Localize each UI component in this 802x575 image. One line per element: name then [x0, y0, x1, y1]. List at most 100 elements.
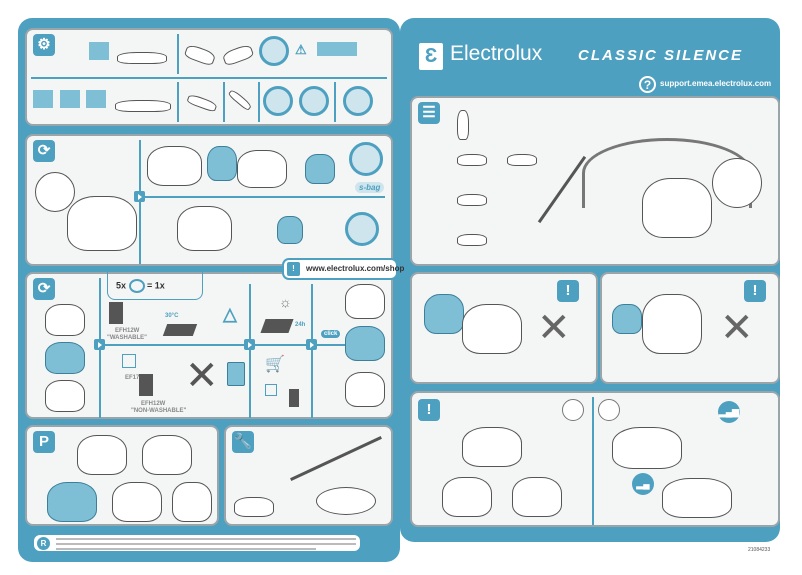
vacuum-illustration	[462, 427, 522, 467]
vacuum-insert-3	[345, 372, 385, 407]
motor-filter	[277, 216, 303, 244]
divider	[177, 82, 179, 122]
carpet-icon	[89, 42, 109, 60]
footer-text-line	[56, 538, 356, 540]
vacuum-open-filter	[45, 304, 85, 336]
support-url[interactable]: support.emea.electrolux.com	[660, 79, 772, 88]
cart-icon: 🛒	[265, 356, 285, 373]
washable-model: EFH12W	[115, 328, 140, 334]
divider	[139, 140, 141, 264]
floor-nozzle-down	[115, 100, 171, 112]
vacuum-cleaner	[642, 178, 712, 238]
vacuum-filter	[177, 206, 232, 251]
nonwash-label: "NON-WASHABLE"	[131, 408, 187, 414]
divider	[592, 397, 594, 525]
vacuum-remove-filter	[45, 342, 85, 374]
assembly-panel: ☰	[410, 96, 780, 266]
vacuum-illustration	[442, 477, 492, 517]
divider	[311, 284, 313, 418]
bag-circle-icon	[128, 279, 145, 293]
divider	[258, 82, 260, 122]
next-step-arrow	[134, 191, 145, 202]
accessory-illustration	[457, 234, 487, 246]
vacuum-illustration	[662, 478, 732, 518]
detail-circle-2	[299, 86, 329, 116]
vacuum-open-2	[237, 150, 287, 188]
vacuum-filter-out	[45, 380, 85, 412]
filter-icon	[345, 212, 379, 246]
bag-indicator	[35, 172, 75, 212]
hose-illustration	[316, 487, 376, 515]
checklist-icon: ☰	[418, 102, 440, 124]
next-step-arrow	[94, 339, 105, 350]
parquet-nozzle	[183, 43, 217, 67]
usage-panel: ! ▂▄▆ ▂▄	[410, 391, 780, 527]
trash-bin-icon	[227, 362, 245, 386]
brand-name: Electrolux	[450, 42, 543, 65]
vacuum-cleaner	[67, 196, 137, 251]
brush-strip	[317, 42, 357, 56]
no-wash-cross: ✕	[185, 354, 219, 398]
bag-remove	[207, 146, 237, 181]
next-step-arrow	[244, 339, 255, 350]
crevice-nozzle	[227, 88, 253, 112]
forbidden-cross: ✕	[537, 306, 571, 350]
bag-illustration	[424, 294, 464, 334]
tube-illustration	[290, 436, 382, 481]
park-illustration	[47, 482, 97, 522]
parking-label: P	[33, 431, 55, 453]
detail-circle	[712, 158, 762, 208]
ef17-filter	[122, 354, 136, 368]
accessory-illustration	[457, 154, 487, 166]
power-level-icon: ▂▄	[632, 473, 654, 495]
warning-panel-1: ! ✕	[410, 272, 598, 384]
ratio-left: 5x	[116, 280, 127, 291]
click-bubble: click	[321, 330, 341, 338]
help-icon: ?	[639, 76, 656, 93]
park-illustration	[77, 435, 127, 475]
next-step-arrow	[306, 339, 317, 350]
turbo-nozzle	[221, 43, 255, 67]
shop-link[interactable]: ! www.electrolux.com/shop	[282, 258, 404, 280]
wrench-icon: 🔧	[232, 431, 254, 453]
lang-badge: R	[37, 537, 50, 550]
hard-floor-icon	[33, 90, 53, 108]
shop-url[interactable]: www.electrolux.com/shop	[306, 264, 405, 273]
warning-panel-2: ! ✕	[600, 272, 780, 384]
nonwash-model-a: EF17	[125, 375, 140, 381]
footer-text-line	[56, 548, 316, 550]
replace-icon: ⟳	[33, 140, 55, 162]
warning-label: !	[418, 399, 440, 421]
new-ef17-filter	[265, 384, 277, 396]
product-name: CLASSIC SILENCE	[578, 47, 744, 64]
divider	[177, 34, 179, 74]
park-illustration	[142, 435, 192, 475]
bag-dispose	[305, 154, 335, 184]
warning-label: !	[744, 280, 766, 302]
tile-floor-icon	[60, 90, 80, 108]
accessory-illustration	[457, 194, 487, 206]
bag-panel: ⟳ s-bag	[25, 134, 393, 266]
accessory-illustration	[507, 154, 537, 166]
filter-illustration	[612, 304, 642, 334]
temperature: 30°C	[165, 313, 179, 319]
vacuum-illustration	[642, 294, 702, 354]
ratio-box: 5x = 1x	[107, 272, 203, 300]
gear-icon: ⚙	[33, 34, 55, 56]
vacuum-open	[147, 146, 202, 186]
power-icon	[598, 399, 620, 421]
footer-text-line	[56, 543, 356, 545]
warning-icon: ⚠	[295, 42, 307, 57]
footer-languages: R	[32, 533, 362, 553]
forbidden-cross: ✕	[720, 306, 754, 350]
divider	[31, 77, 387, 79]
washable-label: "WASHABLE"	[107, 335, 148, 341]
stone-floor-icon	[86, 90, 106, 108]
nozzle-illustration	[234, 497, 274, 517]
new-bag-icon	[349, 142, 383, 176]
sun-icon: ☼	[279, 294, 292, 310]
divider	[334, 82, 336, 122]
vacuum-insert-1	[345, 284, 385, 319]
brand-logo: Ɛ	[419, 43, 443, 70]
detail-circle-3	[343, 86, 373, 116]
